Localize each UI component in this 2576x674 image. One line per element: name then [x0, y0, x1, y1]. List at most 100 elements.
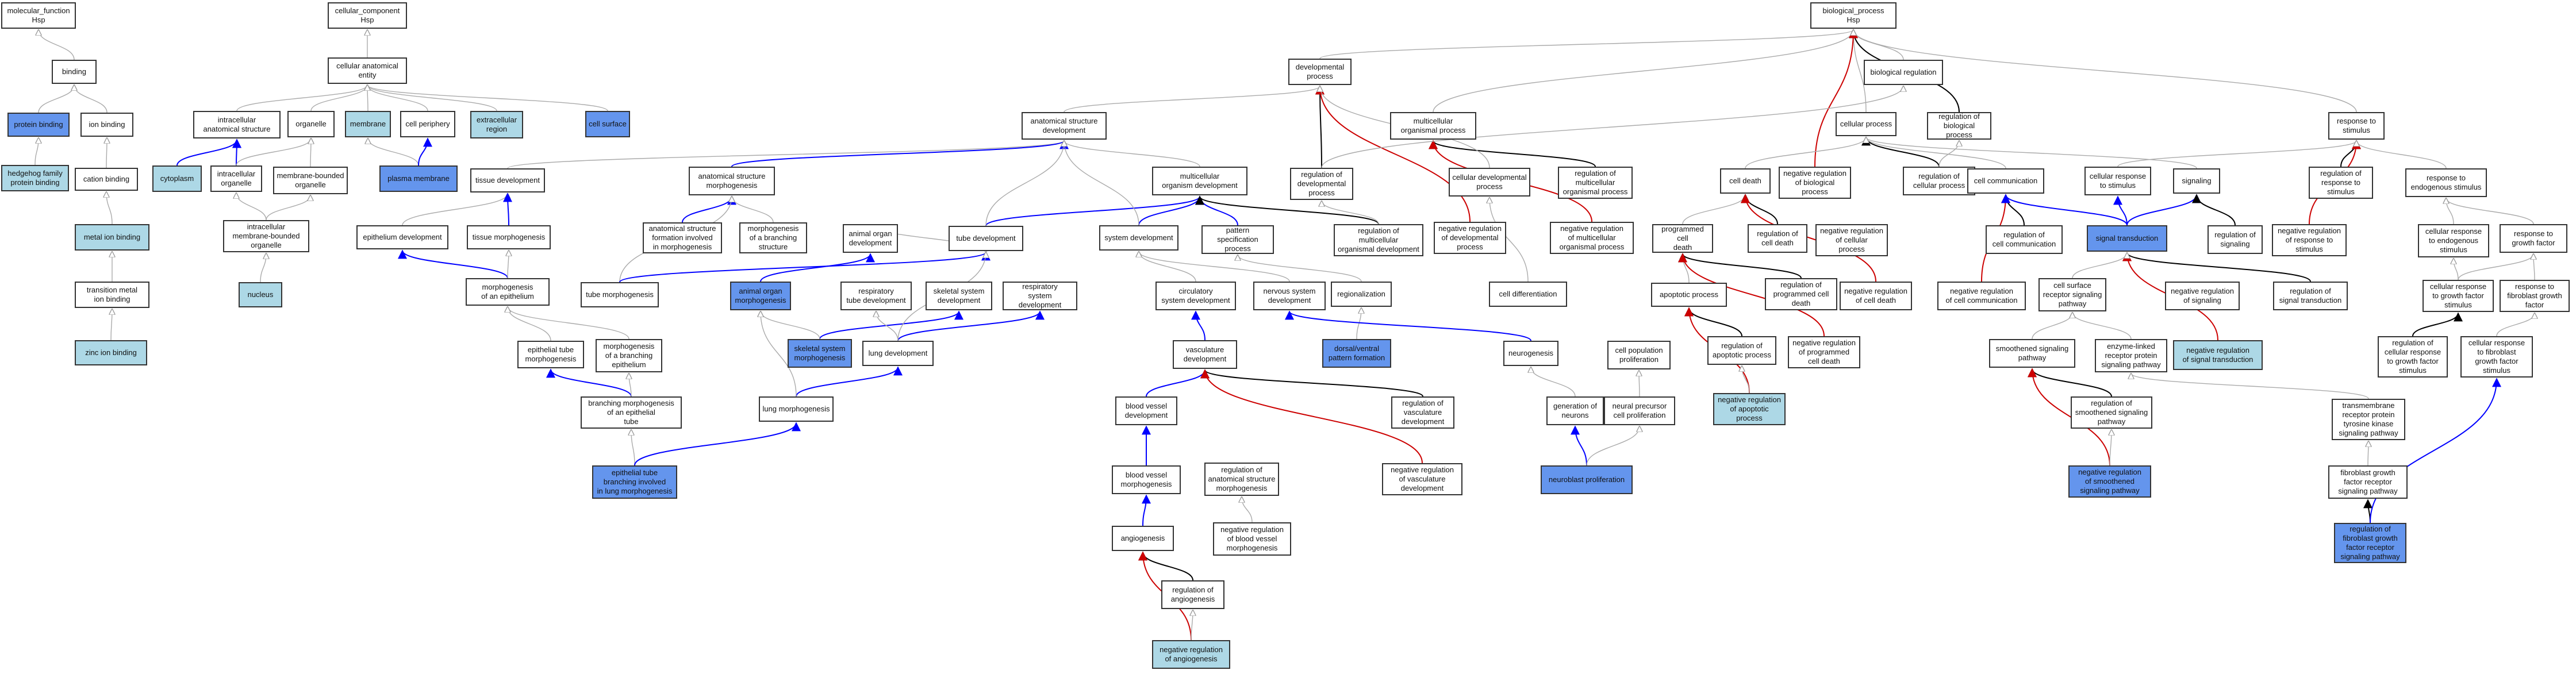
is-a-edge — [2032, 313, 2072, 340]
go-node-anatomical-structure-morphogenesis: anatomical structure morphogenesis — [689, 167, 775, 195]
is-a-edge — [1742, 366, 1750, 394]
go-node-multicellular-organismal-process: multicellular organismal process — [1390, 112, 1476, 140]
part-of-edge — [2412, 312, 2463, 337]
is-a-edge — [106, 192, 113, 225]
go-node-cell-surface-receptor-signaling-pathway: cell surface receptor signaling pathway — [2038, 278, 2106, 311]
regulates-edge — [546, 368, 632, 397]
is-a-edge — [1433, 30, 1853, 113]
part-of-edge — [1200, 369, 1423, 397]
go-node-developmental-process: developmental process — [1288, 59, 1352, 85]
go-node-fibroblast-growth-factor-receptor-signaling-pathway: fibroblast growth factor receptor signal… — [2328, 465, 2408, 499]
regulates-edge — [176, 138, 241, 166]
go-node-negative-regulation-of-programmed-cell-death: negative regulation of programmed cell d… — [1788, 336, 1860, 368]
go-node-ion-binding: ion binding — [80, 113, 133, 137]
is-a-edge — [236, 138, 311, 166]
go-node-skeletal-system-morphogenesis: skeletal system morphogenesis — [788, 339, 852, 368]
go-node-response-to-endogenous-stimulus: response to endogenous stimulus — [2405, 168, 2487, 197]
go-node-dorsal-ventral-pattern-formation: dorsal/ventral pattern formation — [1322, 339, 1391, 368]
is-a-edge — [1866, 137, 2006, 169]
go-node-intracellular-membrane-bounded-organelle: intracellular membrane-bounded organelle — [223, 220, 309, 252]
is-a-edge — [38, 85, 74, 113]
is-a-edge — [310, 138, 311, 167]
go-node-epithelium-development: epithelium development — [356, 225, 448, 249]
neg-regulates-edge — [1814, 29, 1858, 167]
go-node-morphogenesis-of-an-epithelium: morphogenesis of an epithelium — [466, 278, 550, 306]
go-node-signal-transduction: signal transduction — [2087, 225, 2167, 252]
is-a-edge — [2117, 141, 2356, 167]
go-node-cellular-developmental-process: cellular developmental process — [1449, 168, 1530, 197]
is-a-edge — [1531, 367, 1576, 397]
is-a-edge — [1064, 141, 1200, 167]
go-node-negative-regulation-of-vasculature-development: negative regulation of vasculature devel… — [1382, 463, 1462, 495]
go-node-regulation-of-response-to-stimulus: regulation of response to stimulus — [2309, 167, 2373, 199]
go-node-angiogenesis: angiogenesis — [1112, 526, 1174, 551]
is-a-edge — [310, 85, 367, 111]
regulates-edge — [2126, 194, 2201, 226]
go-node-response-to-growth-factor: response to growth factor — [2500, 224, 2567, 253]
is-a-edge — [508, 307, 629, 340]
go-node-blood-vessel-development: blood vessel development — [1115, 396, 1177, 425]
go-node-cell-death: cell death — [1720, 168, 1771, 194]
go-node-cellular-response-to-fibroblast-growth-factor-stimulus: cellular response to fibroblast growth f… — [2460, 336, 2533, 378]
is-a-edge — [2072, 313, 2132, 340]
go-node-neural-precursor-cell-proliferation: neural precursor cell proliferation — [1604, 396, 1675, 425]
regulates-edge — [1571, 425, 1587, 466]
part-of-edge — [1678, 253, 1802, 279]
go-node-negative-regulation-of-cell-death: negative regulation of cell death — [1840, 282, 1912, 310]
go-node-metal-ion-binding: metal ion binding — [75, 224, 149, 251]
is-a-edge — [2446, 198, 2534, 225]
is-a-edge — [2356, 141, 2447, 169]
neg-regulates-edge — [1678, 253, 1825, 337]
go-node-regulation-of-signaling: regulation of signaling — [2208, 225, 2263, 254]
go-node-cell-population-proliferation: cell population proliferation — [1607, 341, 1671, 369]
is-a-edge — [1064, 141, 1139, 226]
is-a-edge — [631, 430, 635, 466]
part-of-edge — [2028, 368, 2112, 397]
go-node-regulation-of-cell-death: regulation of cell death — [1748, 224, 1807, 253]
regulates-edge — [619, 251, 991, 283]
go-node-cellular-response-to-stimulus: cellular response to stimulus — [2084, 167, 2151, 195]
go-node-cell-differentiation: cell differentiation — [1489, 282, 1567, 307]
go-node-negative-regulation-of-apoptotic-process: negative regulation of apoptotic process — [1713, 393, 1786, 425]
go-node-negative-regulation-of-angiogenesis: negative regulation of angiogenesis — [1152, 640, 1230, 669]
regulates-edge — [398, 249, 508, 279]
is-a-edge — [2496, 313, 2535, 337]
go-node-regulation-of-fibroblast-growth-factor-receptor-signaling-pathway: regulation of fibroblast growth factor r… — [2334, 523, 2406, 563]
go-node-regulation-of-cell-communication: regulation of cell communication — [1986, 225, 2063, 254]
is-a-edge — [367, 85, 368, 111]
go-node-negative-regulation-of-cell-communication: negative regulation of cell communicatio… — [1937, 282, 2026, 310]
go-node-regionalization: regionalization — [1331, 282, 1392, 307]
regulates-edge — [418, 137, 432, 166]
go-node-regulation-of-biological-process: regulation of biological process — [1927, 112, 1991, 140]
is-a-edge — [732, 197, 774, 223]
part-of-edge — [1741, 194, 1778, 225]
go-node-intracellular-organelle: intracellular organelle — [210, 165, 262, 192]
neg-regulates-edge — [1741, 194, 1876, 282]
is-a-edge — [985, 141, 1064, 226]
is-a-edge — [1853, 30, 1867, 113]
is-a-edge — [74, 85, 108, 113]
regulates-edge — [1141, 494, 1151, 526]
go-node-neuroblast-proliferation: neuroblast proliferation — [1541, 465, 1633, 494]
regulates-edge — [796, 366, 903, 397]
is-a-edge — [2454, 259, 2459, 280]
is-a-edge — [2533, 254, 2535, 280]
is-a-edge — [1139, 252, 1290, 282]
go-node-protein-binding: protein binding — [7, 113, 70, 137]
regulates-edge — [503, 192, 513, 226]
go-node-negative-regulation-of-blood-vessel-morphogenesis: negative regulation of blood vessel morp… — [1213, 522, 1291, 556]
go-node-response-to-fibroblast-growth-factor: response to fibroblast growth factor — [2500, 280, 2570, 312]
part-of-edge — [2001, 194, 2025, 226]
is-a-edge — [2131, 373, 2369, 399]
is-a-edge — [508, 251, 509, 279]
go-node-programmed-cell-death: programmed cell death — [1652, 224, 1713, 253]
regulates-edge — [2001, 194, 2128, 226]
regulates-edge — [731, 140, 1069, 167]
go-node-regulation-of-multicellular-organismal-process: regulation of multicellular organismal p… — [1558, 167, 1633, 199]
part-of-edge — [1429, 140, 1596, 167]
is-a-edge — [1866, 137, 2197, 169]
go-node-enzyme-linked-receptor-protein-signaling-pathway: enzyme-linked receptor protein signaling… — [2095, 339, 2167, 372]
is-a-edge — [260, 253, 266, 283]
